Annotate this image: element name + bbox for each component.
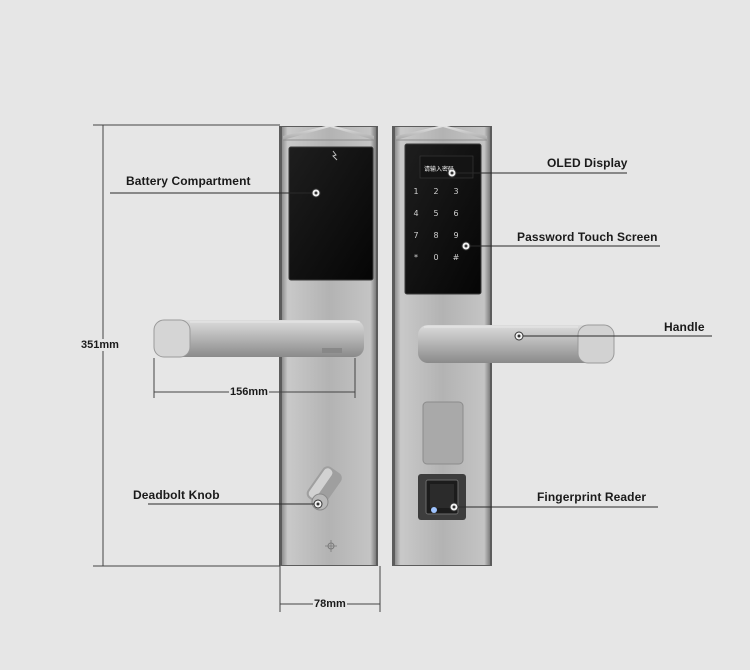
- label-deadbolt-knob: Deadbolt Knob: [133, 488, 220, 502]
- emergency-key-icon: [325, 540, 337, 552]
- front-panel: [392, 125, 615, 566]
- key-6[interactable]: 6: [453, 209, 459, 218]
- leader-lines: [110, 172, 712, 508]
- label-password-touch-screen: Password Touch Screen: [517, 230, 658, 244]
- dimension-height: 351mm: [80, 339, 120, 351]
- label-handle: Handle: [664, 320, 705, 334]
- key-1[interactable]: 1: [413, 187, 419, 196]
- oled-prompt: 请输入密码: [424, 166, 455, 173]
- key-star[interactable]: *: [414, 253, 418, 262]
- back-handle: [153, 319, 364, 358]
- inner-recess: [422, 401, 464, 465]
- key-9[interactable]: 9: [453, 231, 459, 240]
- back-panel: [153, 125, 378, 566]
- key-0[interactable]: 0: [433, 253, 439, 262]
- logo-mark: [332, 150, 338, 161]
- label-battery-compartment: Battery Compartment: [126, 174, 251, 188]
- key-4[interactable]: 4: [413, 209, 419, 218]
- dimension-handle-length: 156mm: [229, 386, 269, 398]
- key-hash[interactable]: #: [452, 253, 460, 262]
- battery-compartment-cover: [289, 147, 373, 280]
- fingerprint-reader: [418, 474, 466, 520]
- key-2[interactable]: 2: [433, 187, 439, 196]
- callout-dots: [311, 168, 524, 512]
- label-oled-display: OLED Display: [547, 156, 628, 170]
- oled-display: [419, 155, 474, 179]
- key-8[interactable]: 8: [433, 231, 439, 240]
- label-fingerprint-reader: Fingerprint Reader: [537, 490, 647, 504]
- key-3[interactable]: 3: [453, 187, 459, 196]
- dimension-width: 78mm: [313, 598, 347, 610]
- key-7[interactable]: 7: [413, 231, 419, 240]
- password-touch-screen: [405, 144, 481, 294]
- front-handle: [418, 324, 615, 364]
- key-5[interactable]: 5: [433, 209, 439, 218]
